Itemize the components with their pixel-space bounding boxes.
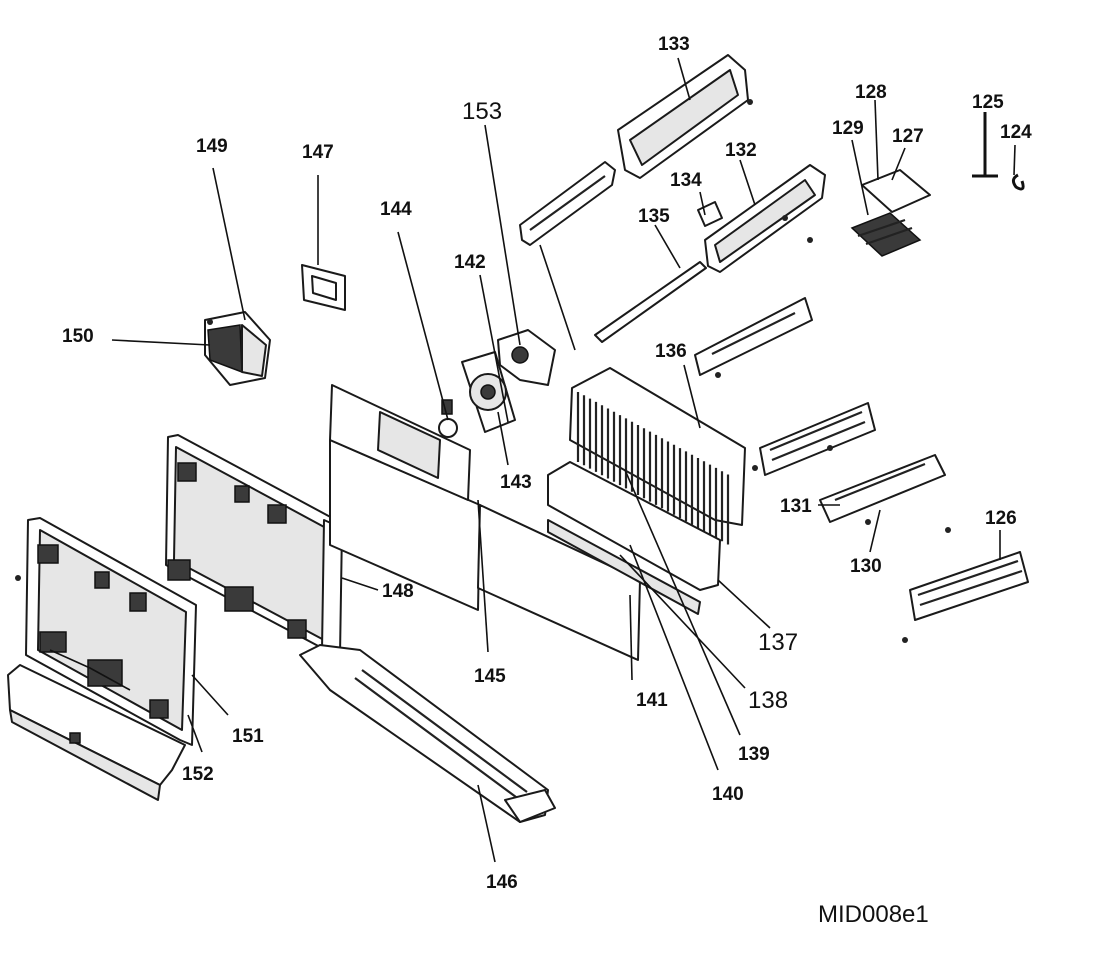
screws	[15, 99, 951, 643]
part-136-evaporator	[569, 367, 746, 545]
part-131-rail	[819, 454, 946, 523]
callout-145: 145	[474, 666, 506, 687]
part-150-box	[204, 311, 271, 386]
callout-138: 138	[748, 687, 788, 714]
part-153-bracket	[497, 329, 556, 386]
callout-130: 130	[850, 556, 882, 577]
part-132-side-duct	[704, 164, 826, 273]
leader-lines	[111, 57, 1016, 863]
callout-150: 150	[62, 326, 94, 347]
callout-134: 134	[670, 170, 702, 191]
part-126-grille	[909, 551, 1029, 621]
drawing-code: MID008e1	[818, 901, 929, 928]
callout-137: 137	[758, 629, 798, 656]
callout-153: 153	[462, 98, 502, 125]
part-145-panel	[329, 384, 481, 611]
callout-136: 136	[655, 341, 687, 362]
evaporator-fins	[576, 392, 730, 545]
part-142-motor	[461, 351, 516, 433]
callout-140: 140	[712, 784, 744, 805]
callout-131: 131	[780, 496, 812, 517]
callout-129: 129	[832, 118, 864, 139]
part-125-rod	[972, 112, 998, 178]
part-137-drain-tray	[547, 461, 721, 615]
callout-144: 144	[380, 199, 412, 220]
callout-125: 125	[972, 92, 1004, 113]
callout-127: 127	[892, 126, 924, 147]
callout-128: 128	[855, 82, 887, 103]
part-upper-rail	[519, 161, 616, 246]
callout-139: 139	[738, 744, 770, 765]
part-148-rear-panel	[165, 434, 343, 656]
part-135-bar	[594, 261, 707, 343]
callout-124: 124	[1000, 122, 1032, 143]
callout-142: 142	[454, 252, 486, 273]
callout-141: 141	[636, 690, 668, 711]
part-147-frame	[301, 264, 346, 311]
callout-133: 133	[658, 34, 690, 55]
callout-147: 147	[302, 142, 334, 163]
part-124-hook	[1011, 173, 1025, 191]
part-134-clip	[697, 201, 723, 227]
part-152-front-panel	[7, 517, 197, 801]
callout-132: 132	[725, 140, 757, 161]
part-146-bottom-rail	[299, 644, 556, 823]
part-127-tray	[850, 169, 931, 257]
callout-146: 146	[486, 872, 518, 893]
callout-126: 126	[985, 508, 1017, 529]
part-grille-mid	[759, 402, 876, 476]
part-141-panel	[477, 504, 641, 661]
callout-135: 135	[638, 206, 670, 227]
part-136-shelf	[694, 297, 813, 376]
callout-143: 143	[500, 472, 532, 493]
callout-149: 149	[196, 136, 228, 157]
callout-151: 151	[232, 726, 264, 747]
callout-152: 152	[182, 764, 214, 785]
callout-148: 148	[382, 581, 414, 602]
